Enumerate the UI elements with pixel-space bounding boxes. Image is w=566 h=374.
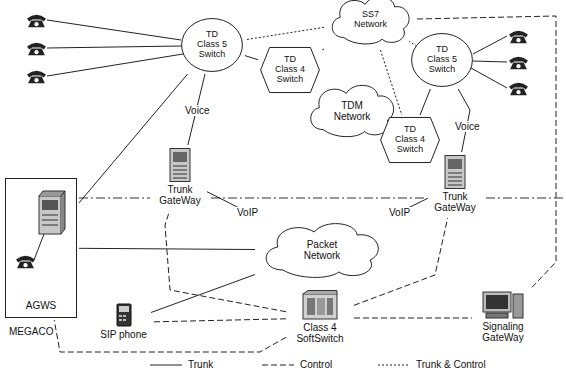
edge-label: Voice	[184, 105, 210, 116]
node-label: TD Class 5 Switch	[194, 30, 230, 60]
legend-sample	[262, 361, 296, 369]
node-label: SIP phone	[100, 329, 147, 340]
node-label: Packet Network	[297, 239, 347, 261]
phone-wire	[473, 61, 507, 62]
sig-icon	[482, 291, 524, 319]
trunk-gateway: Trunk GateWay	[430, 154, 480, 216]
packet-cloud: Packet Network	[257, 218, 387, 282]
node-label: Class 4 SoftSwitch	[290, 322, 350, 344]
phone-wire	[47, 54, 183, 76]
divider-segment	[486, 198, 566, 199]
cloud-shape	[266, 224, 378, 278]
node-label: AGWS	[26, 300, 57, 311]
telephone-icon	[27, 43, 46, 56]
domain-divider	[79, 198, 566, 199]
edge-label: VoIP	[236, 207, 259, 218]
phone-wire	[47, 46, 181, 48]
connector	[322, 49, 324, 50]
divider-segment	[211, 198, 424, 199]
edge-label: Voice	[454, 121, 480, 132]
connector	[79, 74, 188, 203]
legend-line	[262, 365, 294, 366]
tgw-icon	[443, 155, 467, 189]
node-label: TDM Network	[329, 100, 375, 122]
connector	[409, 42, 417, 47]
agws-box: AGWS	[5, 178, 77, 318]
class5-switch: TD Class 5 Switch	[411, 33, 473, 87]
connector	[245, 27, 324, 40]
node-label: TD Class 4 Switch	[392, 125, 428, 155]
softswitch: Class 4 SoftSwitch	[288, 289, 352, 347]
connector	[151, 275, 255, 313]
edge-label: VoIP	[388, 207, 411, 218]
telephone-icon	[509, 57, 528, 70]
ss7-cloud: SS7 Network	[326, 0, 415, 48]
phone-wire	[47, 20, 181, 40]
connector	[354, 318, 472, 319]
ell-shape	[182, 19, 243, 72]
tgw-icon	[168, 148, 192, 182]
phone-wire	[471, 68, 507, 88]
agws-icon	[9, 182, 73, 282]
legend-sample	[150, 361, 184, 369]
connector	[245, 56, 258, 60]
legend-sample	[378, 361, 412, 369]
sip-phone: SIP phone	[98, 302, 149, 343]
class4-switch: TD Class 4 Switch	[260, 47, 320, 93]
ell-shape	[412, 34, 473, 87]
node-label: SS7 Network	[349, 10, 393, 30]
protocol-label: MEGACO	[8, 326, 54, 337]
telephone-icon	[27, 15, 46, 28]
cloud-shape	[311, 85, 394, 136]
legend-text: Trunk	[188, 359, 213, 370]
class5-switch: TD Class 5 Switch	[181, 18, 243, 72]
telephone-icon	[509, 31, 528, 44]
hex-shape	[261, 47, 320, 92]
connector	[417, 16, 556, 288]
legend-text: Trunk & Control	[416, 359, 486, 370]
node-label: Signaling GateWay	[476, 321, 530, 343]
node-label: TD Class 5 Switch	[424, 45, 460, 75]
soft-icon	[302, 290, 338, 320]
signaling-gateway: Signaling GateWay	[474, 290, 532, 346]
legend-line	[378, 365, 410, 366]
hex-shape	[381, 117, 440, 162]
trunk-gateway: Trunk GateWay	[155, 147, 205, 209]
cloud-shape	[332, 0, 409, 44]
class4-switch: TD Class 4 Switch	[380, 117, 440, 163]
connector	[389, 198, 428, 217]
legend-text: Control	[300, 359, 332, 370]
node-label: TD Class 4 Switch	[272, 55, 308, 85]
legend-line	[150, 365, 182, 366]
connector	[151, 319, 286, 322]
connector	[54, 320, 286, 352]
telephone-icon	[27, 71, 46, 84]
connector	[420, 89, 430, 115]
telephone-icon	[509, 83, 528, 96]
sip-icon	[116, 303, 132, 327]
node-label: Trunk GateWay	[432, 191, 478, 213]
divider-segment	[79, 198, 150, 199]
phone-wire	[473, 36, 507, 54]
node-label: Trunk GateWay	[157, 184, 203, 206]
